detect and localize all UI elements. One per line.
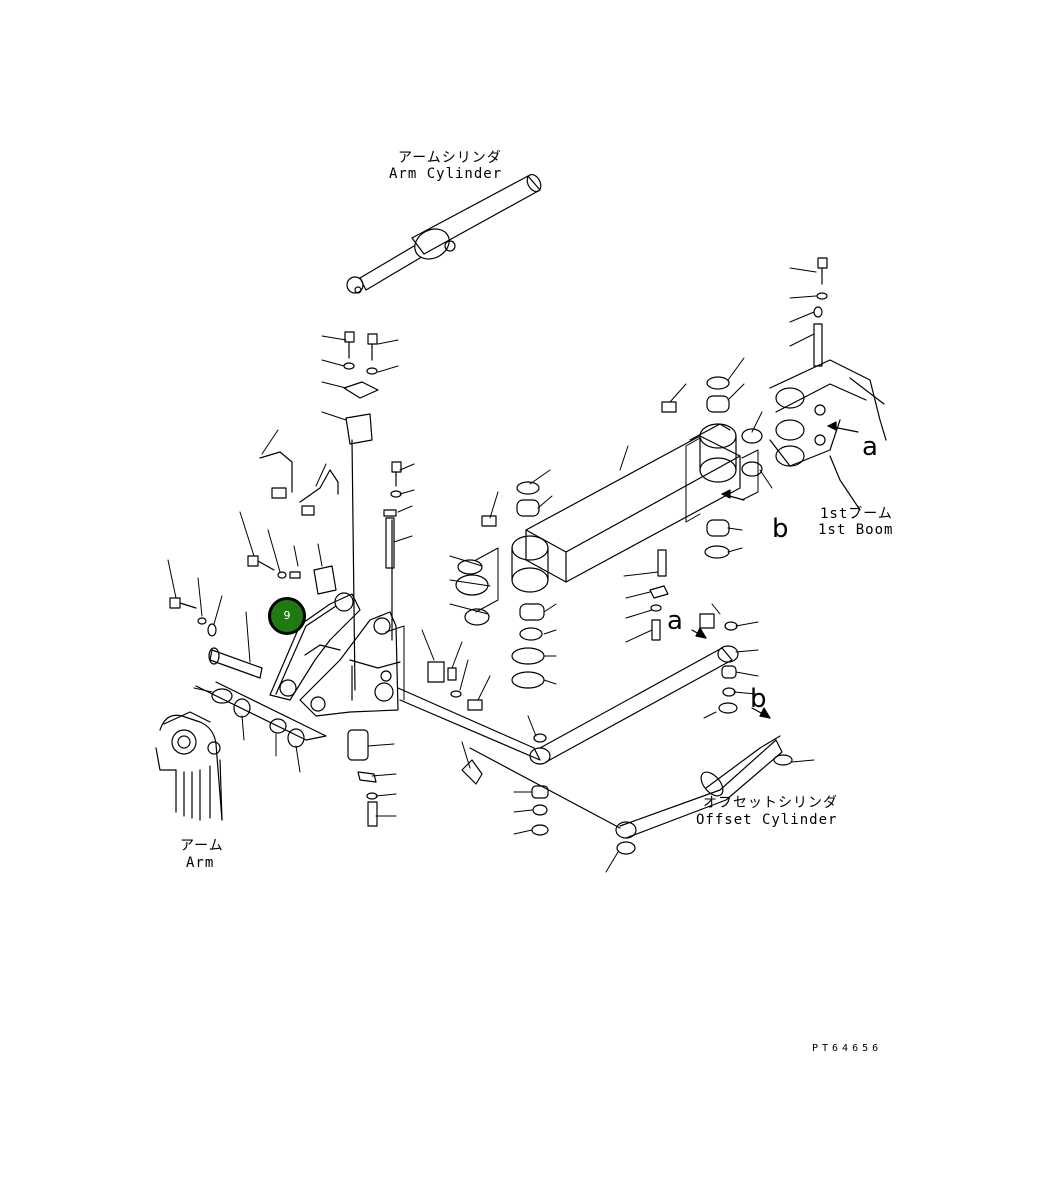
leader-lines [167, 267, 817, 873]
arm-part [155, 711, 223, 821]
reference-letter-a-boom: a [862, 432, 878, 462]
callout-badge-9[interactable]: 9 [268, 597, 306, 635]
drawing-code: PT64656 [812, 1043, 883, 1054]
reference-letter-b-boom: b [772, 514, 789, 544]
arm-label-jp: アーム [180, 838, 224, 854]
reference-letter-b-offset: b [750, 684, 767, 714]
arm-label-en: Arm [186, 855, 215, 871]
first-boom-part [511, 359, 887, 593]
offset-cylinder-label-jp: オフセットシリンダ [703, 795, 838, 811]
reference-arrows [691, 421, 859, 719]
swing-bracket [269, 592, 401, 717]
offset-links [397, 645, 783, 839]
small-parts [169, 257, 828, 855]
first-boom-label-en: 1st Boom [818, 522, 894, 538]
arm-cylinder-label-jp: アームシリンダ [398, 150, 502, 166]
arm-cylinder-part [346, 173, 542, 294]
first-boom-label-jp: 1stブーム [820, 506, 893, 522]
offset-cylinder-label-en: Offset Cylinder [696, 812, 838, 828]
reference-letter-a-offset: a [667, 606, 683, 636]
arm-cylinder-label-en: Arm Cylinder [389, 166, 503, 182]
